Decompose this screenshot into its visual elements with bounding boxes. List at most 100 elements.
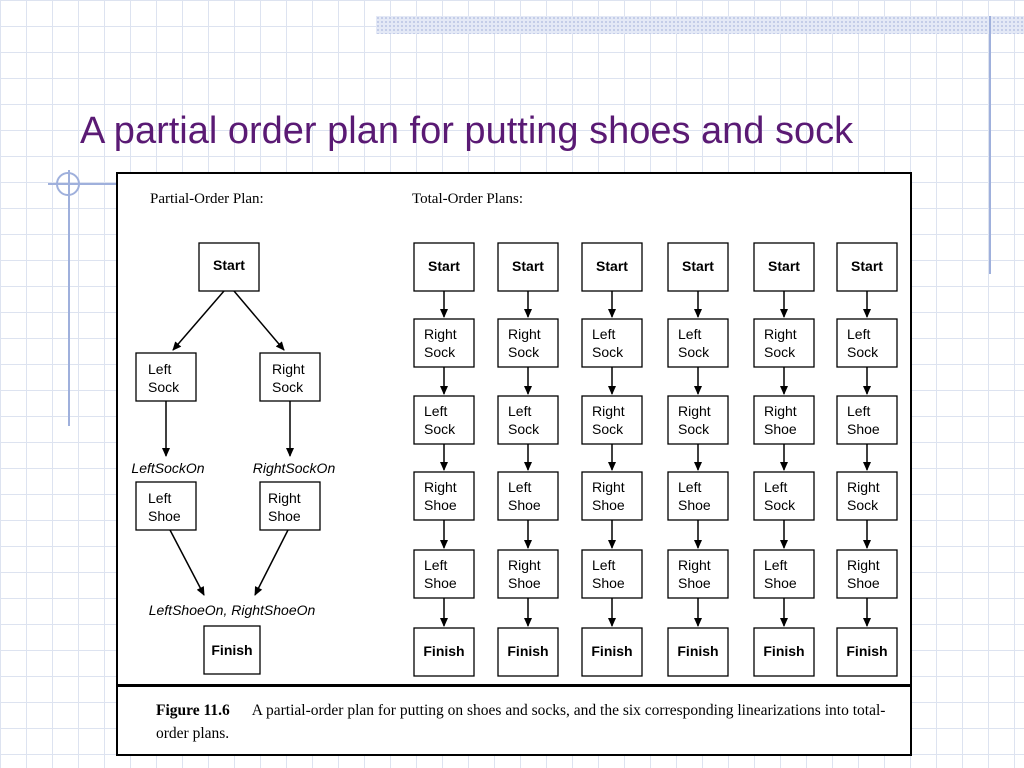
decorative-dotted-bar — [376, 16, 1024, 34]
total-plan-step-label: Finish — [423, 643, 464, 659]
total-plan-step-label: Finish — [846, 643, 887, 659]
shoes-on-condition: LeftShoeOn, RightShoeOn — [149, 602, 316, 618]
total-plan-5-step-6: Finish — [753, 627, 815, 677]
partial-finish-label: Finish — [211, 642, 252, 658]
total-plan-4-step-6: Finish — [667, 627, 729, 677]
total-plan-6-step-6: Finish — [836, 627, 898, 677]
right-sock-label-line1: Right — [272, 361, 305, 377]
svg-text:Right Sock: Right Sock — [272, 361, 309, 395]
total-plan-step-label: Start — [682, 258, 714, 274]
left-sock-on-condition: LeftSockOn — [131, 460, 204, 476]
total-plan-step-label: Finish — [591, 643, 632, 659]
decorative-circle — [56, 172, 80, 196]
total-plan-1-step-1: Start — [413, 242, 475, 292]
right-sock-on-condition: RightSockOn — [253, 460, 336, 476]
svg-text:Right Shoe: Right Shoe — [268, 490, 305, 524]
figure-caption-text: A partial-order plan for putting on shoe… — [156, 702, 886, 742]
right-shoe-label-line2: Shoe — [268, 508, 301, 524]
total-plan-6-step-1: Start — [836, 242, 898, 292]
total-plan-step-label: Start — [428, 258, 460, 274]
svg-text:Left Shoe: Left Shoe — [148, 490, 181, 524]
right-sock-label-line2: Sock — [272, 379, 304, 395]
partial-left-sock-node: Left Sock — [135, 352, 197, 402]
total-plan-5-step-1: Start — [753, 242, 815, 292]
total-plan-4-step-1: Start — [667, 242, 729, 292]
partial-order-heading: Partial-Order Plan: — [150, 191, 264, 207]
decorative-vertical-line — [989, 16, 991, 274]
total-plan-1-step-6: Finish — [413, 627, 475, 677]
total-plan-step-label: Start — [768, 258, 800, 274]
partial-start-node: Start — [198, 242, 260, 292]
partial-right-sock-node: Right Sock — [259, 352, 321, 402]
partial-right-shoe-node: Right Shoe — [259, 481, 321, 531]
total-plan-step-label: Start — [596, 258, 628, 274]
left-sock-label-line1: Left — [148, 361, 171, 377]
figure-caption-label: Figure 11.6 — [156, 702, 230, 719]
left-sock-label-line2: Sock — [148, 379, 180, 395]
partial-start-label: Start — [213, 257, 245, 273]
plan-diagram: Partial-Order Plan: Total-Order Plans: S… — [131, 191, 898, 677]
total-order-heading: Total-Order Plans: — [412, 191, 523, 207]
total-plan-3-step-6: Finish — [581, 627, 643, 677]
right-shoe-label-line1: Right — [268, 490, 301, 506]
total-plan-step-label: Start — [512, 258, 544, 274]
total-plan-step-label: Start — [851, 258, 883, 274]
figure-panel: Partial-Order Plan: Total-Order Plans: S… — [116, 172, 912, 756]
partial-left-shoe-node: Left Shoe — [135, 481, 197, 531]
partial-finish-node: Finish — [203, 625, 261, 675]
total-plan-step-label: Finish — [763, 643, 804, 659]
partial-order-plan: Start Left Sock Right Sock LeftSoc — [131, 242, 336, 675]
total-plan-2-step-6: Finish — [497, 627, 559, 677]
total-plan-step-label: Finish — [507, 643, 548, 659]
total-plan-2-step-1: Start — [497, 242, 559, 292]
